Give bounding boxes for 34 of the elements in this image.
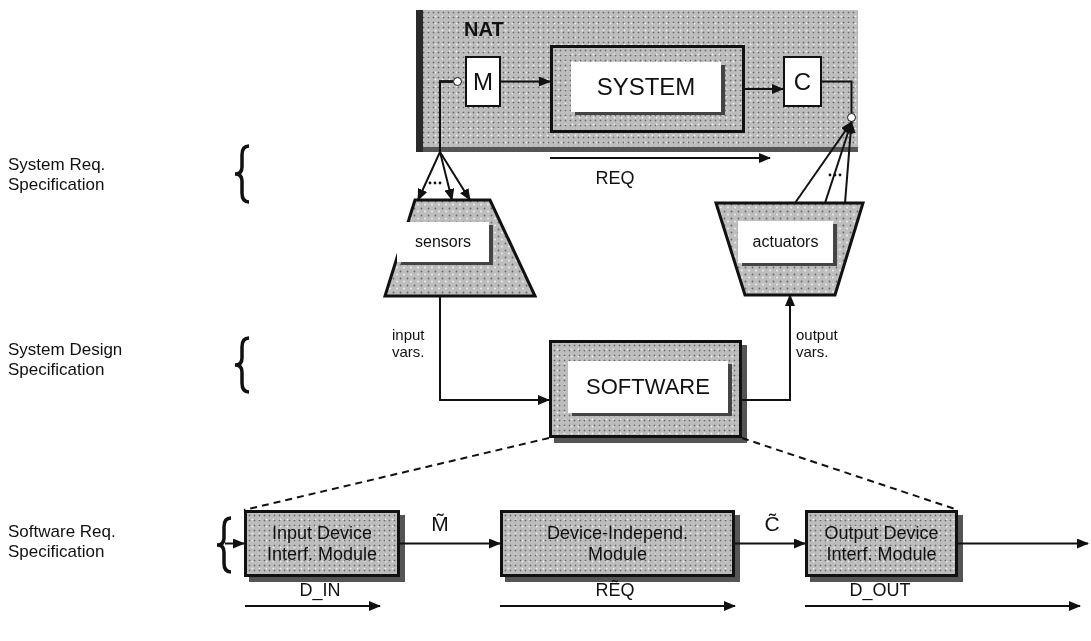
specification-label: Software Req. Specification: [8, 522, 117, 563]
specification-label: System Req. Specification: [8, 155, 107, 196]
arrow: [399, 538, 501, 549]
specification-label: System Design Specification: [8, 340, 124, 381]
arrow: [744, 84, 784, 94]
process-box: [465, 56, 501, 107]
box-label: Output Device Interf. Module: [823, 522, 940, 565]
process-box: [550, 45, 745, 133]
tap-circle: [453, 77, 462, 86]
arrow: [794, 121, 853, 204]
arrow: [224, 538, 245, 549]
arrow: [824, 121, 853, 204]
arrow: [734, 538, 806, 549]
arrow: [500, 76, 551, 87]
box-label: Device-Independ. Module: [545, 522, 690, 565]
arrow: [439, 295, 550, 405]
requirement-label: REQ: [594, 168, 636, 190]
process-box: [783, 56, 822, 107]
requirement-label: D_OUT: [848, 580, 912, 602]
arrow: [439, 80, 471, 201]
trapezoid-block: [716, 203, 863, 295]
arrow: [844, 121, 856, 204]
box-label: M: [473, 67, 493, 96]
requirement-label: D_IN: [298, 580, 342, 602]
box-label: C: [793, 67, 812, 96]
dashed-connector: [243, 437, 550, 511]
box-label: Input Device Interf. Module: [265, 522, 379, 565]
arrow: [957, 538, 1089, 549]
region-title: NAT: [464, 18, 504, 41]
tap-circle: [847, 113, 856, 122]
trapezoid-block: [385, 200, 535, 296]
nat-region: [416, 10, 858, 152]
requirement-label: RẼQ: [594, 580, 636, 602]
arrow: [741, 294, 795, 401]
